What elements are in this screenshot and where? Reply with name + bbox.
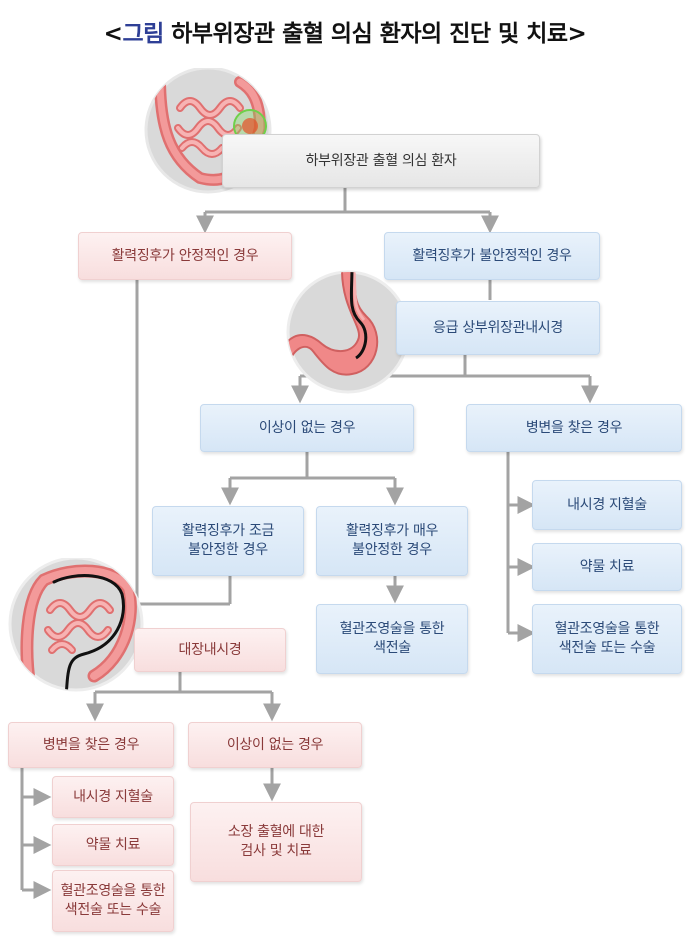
- node-colonoscopy: 대장내시경: [134, 628, 286, 672]
- node-upper-endo-hemostasis: 내시경 지혈술: [532, 480, 682, 530]
- node-small-bowel: 소장 출혈에 대한 검사 및 치료: [190, 802, 362, 882]
- node-upper-drug-therapy: 약물 치료: [532, 543, 682, 591]
- title-accent: 그림: [122, 21, 164, 47]
- node-colon-drug-therapy: 약물 치료: [52, 824, 174, 866]
- node-upper-no-abnormality: 이상이 없는 경우: [200, 404, 414, 452]
- node-very-unstable: 활력징후가 매우 불안정한 경우: [316, 506, 468, 576]
- node-upper-lesion-found: 병변을 찾은 경우: [466, 404, 682, 452]
- title-bracket-open: <: [103, 21, 123, 47]
- node-colon-lesion-found: 병변을 찾은 경우: [8, 722, 174, 768]
- node-stable: 활력징후가 안정적인 경우: [78, 232, 292, 280]
- node-unstable: 활력징후가 불안정적인 경우: [384, 232, 600, 280]
- figure-title: <그림 하부위장관 출혈 의심 환자의 진단 및 치료>: [0, 14, 690, 48]
- colonoscopy-illustration: [8, 558, 144, 692]
- node-colon-no-abnormality: 이상이 없는 경우: [188, 722, 362, 768]
- stomach-illustration: [286, 270, 410, 394]
- node-upper-angio-surgery: 혈관조영술을 통한 색전술 또는 수술: [532, 604, 682, 674]
- node-emergency-egd: 응급 상부위장관내시경: [396, 301, 600, 355]
- title-text: 하부위장관 출혈 의심 환자의 진단 및 치료: [163, 21, 568, 47]
- node-colon-endo-hemostasis: 내시경 지혈술: [52, 776, 174, 818]
- node-angio-embolization: 혈관조영술을 통한 색전술: [316, 604, 468, 674]
- node-slightly-unstable: 활력징후가 조금 불안정한 경우: [152, 506, 304, 576]
- node-colon-angio-surgery: 혈관조영술을 통한 색전술 또는 수술: [52, 870, 174, 932]
- node-root: 하부위장관 출혈 의심 환자: [222, 134, 540, 188]
- title-bracket-close: >: [567, 21, 587, 47]
